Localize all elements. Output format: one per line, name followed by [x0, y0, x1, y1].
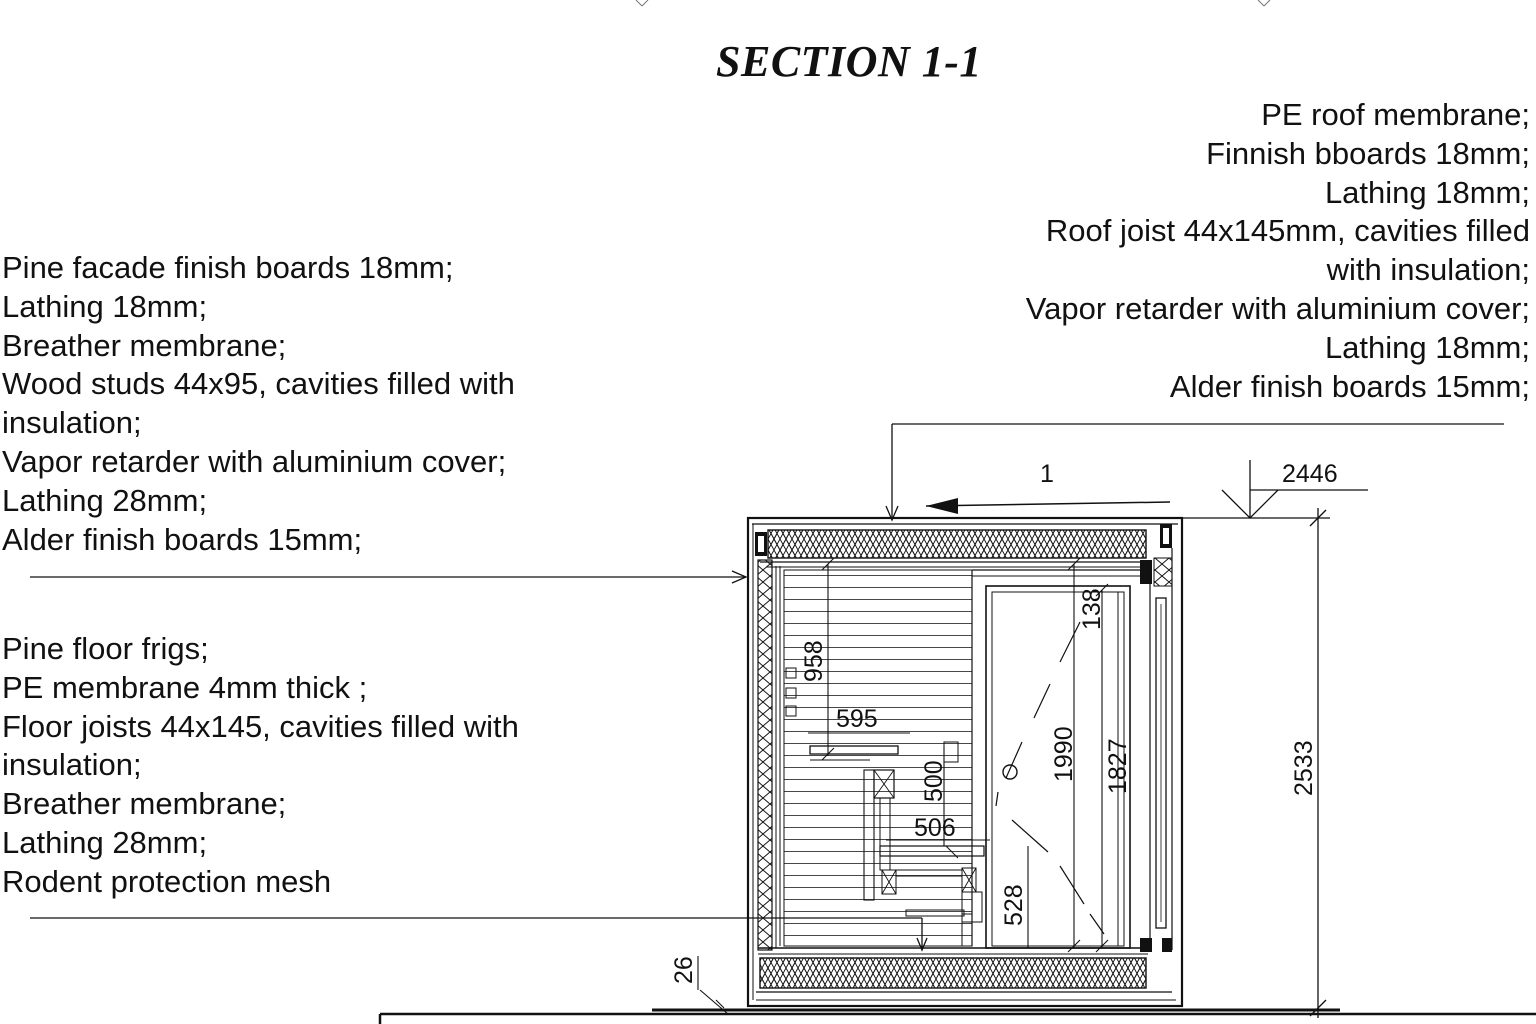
floor-layer-note: Rodent protection mesh — [2, 863, 332, 899]
floor-layer-note: insulation; — [2, 747, 142, 783]
annotation-leaders — [30, 423, 1504, 952]
wall-layer-notes: Pine facade finish boards 18mm; Lathing … — [2, 249, 515, 559]
section-title: SECTION 1-1 — [716, 37, 982, 86]
wall-layer-note: Wood studs 44x95, cavities filled with — [2, 366, 515, 402]
interior-cladding — [783, 569, 973, 947]
floor-layer-note: Breather membrane; — [2, 786, 287, 822]
roof-layer-note: Lathing 18mm; — [1324, 174, 1530, 210]
level-mark — [1180, 460, 1368, 519]
section-arrow: 1 — [925, 460, 1171, 514]
wall-layer-note: insulation; — [2, 405, 142, 441]
door-height-label: 1990 — [1050, 726, 1078, 782]
door-head-label: 138 — [1078, 588, 1106, 630]
interior-dimensions — [697, 557, 1109, 1015]
step-height-label: 528 — [1000, 884, 1028, 926]
wall-layer-note: Breather membrane; — [2, 327, 287, 363]
total-height-label: 2533 — [1290, 740, 1318, 796]
roof-layer-note: with insulation; — [1326, 252, 1530, 288]
upper-bench-depth-label: 595 — [836, 705, 878, 733]
wall-layer-note: Lathing 18mm; — [2, 288, 208, 324]
wall-layer-note: Lathing 28mm; — [2, 482, 208, 518]
ground-line — [378, 1008, 1536, 1024]
roof-layer-note: PE roof membrane; — [1261, 97, 1530, 132]
roof-layer-note: Alder finish boards 15mm; — [1169, 368, 1530, 404]
sauna-benches — [785, 667, 985, 947]
base-offset-label: 26 — [670, 956, 698, 984]
section-marker-label: 1 — [1040, 460, 1054, 488]
floor-layer-notes: Pine floor frigs; PE membrane 4mm thick … — [2, 630, 519, 902]
roof-layer-note: Vapor retarder with aluminium cover; — [1025, 290, 1530, 326]
lower-bench-depth-label: 506 — [914, 814, 956, 842]
total-height-dimension — [1309, 508, 1327, 1018]
floor-layer-note: Lathing 28mm; — [2, 824, 208, 860]
roof-layer-note: Lathing 18mm; — [1324, 329, 1530, 365]
wall-layer-note: Pine facade finish boards 18mm; — [2, 250, 454, 285]
roof-layer-note: Roof joist 44x145mm, cavities filled — [1045, 213, 1530, 249]
top-crop-marks — [635, 0, 1271, 7]
roof-layer-notes: PE roof membrane; Finnish bboards 18mm; … — [1026, 96, 1530, 406]
roof-layer-note: Finnish bboards 18mm; — [1206, 135, 1530, 171]
floor-layer-note: PE membrane 4mm thick ; — [2, 669, 368, 705]
upper-bench-height-label: 958 — [800, 640, 828, 682]
wall-layer-note: Vapor retarder with aluminium cover; — [2, 443, 507, 479]
door-leaf-height-label: 1827 — [1104, 738, 1132, 794]
floor-layer-note: Floor joists 44x145, cavities filled wit… — [2, 708, 519, 744]
lower-bench-height-label: 500 — [920, 760, 948, 802]
floor-layer-note: Pine floor frigs; — [2, 631, 209, 666]
door-frame — [972, 569, 1140, 949]
level-dimension-label: 2446 — [1282, 460, 1338, 488]
wall-layer-note: Alder finish boards 15mm; — [2, 521, 363, 557]
